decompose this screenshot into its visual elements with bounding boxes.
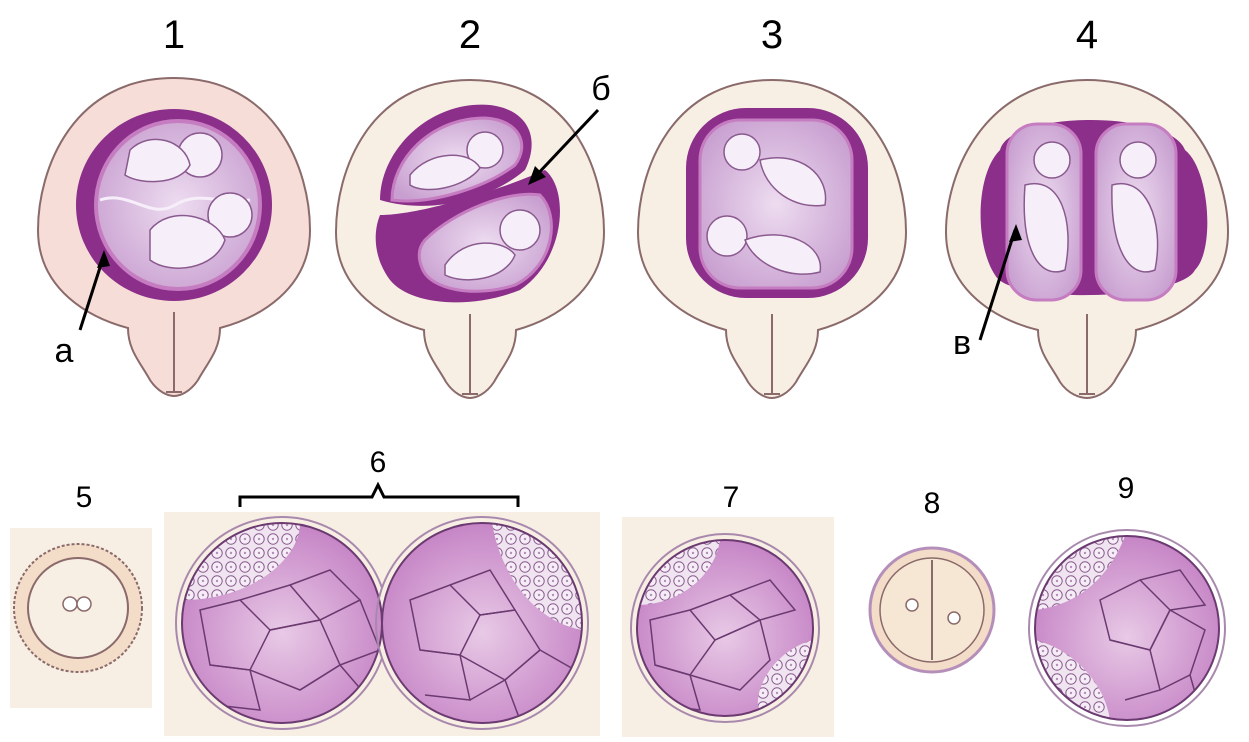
pronucleus-5a	[63, 597, 77, 611]
pronucleus-5b	[77, 597, 91, 611]
uterus-panel-3	[638, 80, 906, 398]
embryo-stage-5	[10, 528, 152, 708]
panel-number-7: 7	[723, 481, 740, 514]
pointer-letter-a: а	[55, 332, 74, 370]
embryo-stage-8	[870, 548, 994, 672]
bracket-6	[240, 485, 518, 507]
panel-number-5: 5	[76, 481, 93, 514]
panel-number-9: 9	[1118, 472, 1135, 505]
pointer-letter-b: б	[591, 70, 610, 108]
nucleus-8a	[906, 599, 918, 611]
embryo-stage-7	[622, 517, 834, 737]
embryo-stage-9	[1029, 530, 1225, 726]
uterus-panel-1	[38, 78, 310, 396]
uterus-panel-2	[336, 80, 604, 398]
panel-number-8: 8	[924, 487, 941, 520]
panel-number-1: 1	[163, 13, 185, 57]
uterus-panel-4	[946, 80, 1228, 398]
panel-number-3: 3	[761, 13, 783, 57]
embryo-stage-6b	[376, 512, 600, 736]
panel-number-2: 2	[459, 13, 481, 57]
panel-number-4: 4	[1076, 13, 1098, 57]
nucleus-8b	[948, 612, 960, 624]
pointer-letter-v: в	[953, 324, 971, 362]
panel-number-6: 6	[370, 446, 387, 479]
embryo-stage-6a	[164, 512, 400, 736]
